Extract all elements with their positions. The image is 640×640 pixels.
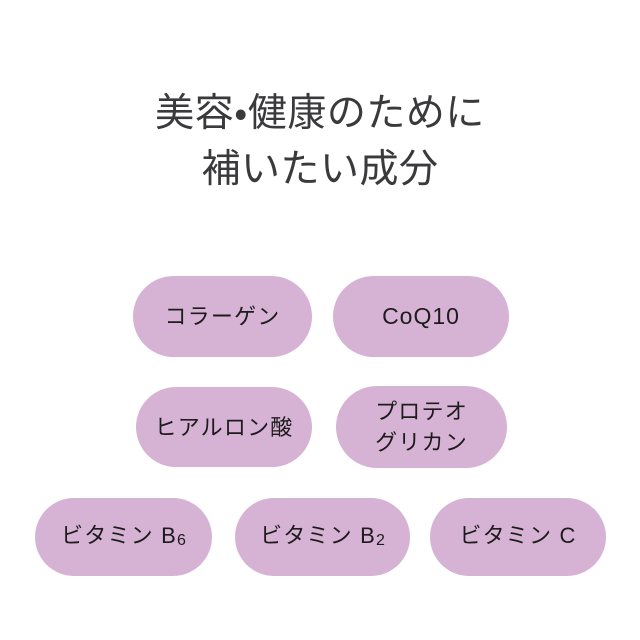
ingredient-label: プロテオ グリカン [375, 396, 468, 458]
ingredient-label-main: ビタミン B [260, 523, 377, 548]
ingredient-label: ビタミン B6 [61, 520, 186, 554]
ingredient-label: CoQ10 [382, 303, 460, 329]
page-title: 美容・健康のために 補いたい成分 [0, 86, 640, 198]
ingredient-label: コラーゲン [164, 304, 281, 329]
ingredient-label-main: ビタミン C [459, 523, 577, 548]
ingredient-pill-vitamin-b2[interactable]: ビタミン B2 [235, 498, 410, 576]
ingredient-label-subscript: 6 [177, 532, 186, 549]
page-title-line-2: 補いたい成分 [201, 148, 439, 191]
ingredient-pill-hyaluronic-acid[interactable]: ヒアルロン酸 [136, 387, 312, 467]
ingredient-pill-vitamin-b6[interactable]: ビタミン B6 [35, 498, 212, 576]
ingredient-label-main: ビタミン B [61, 523, 178, 548]
page-title-line-1: 美容・健康のために [155, 92, 485, 135]
ingredient-pill-coq10[interactable]: CoQ10 [333, 276, 509, 357]
ingredient-label: ヒアルロン酸 [154, 414, 294, 440]
ingredient-pill-collagen[interactable]: コラーゲン [133, 276, 312, 357]
ingredient-label-line-1: プロテオ [375, 399, 468, 424]
ingredient-label-subscript: 2 [376, 532, 385, 549]
ingredient-label: ビタミン C [459, 520, 576, 554]
ingredient-label: ビタミン B2 [260, 520, 385, 554]
ingredient-pill-vitamin-c[interactable]: ビタミン C [430, 498, 606, 576]
ingredient-pill-proteoglycan[interactable]: プロテオ グリカン [336, 386, 507, 468]
ingredient-label-line-2: グリカン [375, 430, 468, 455]
